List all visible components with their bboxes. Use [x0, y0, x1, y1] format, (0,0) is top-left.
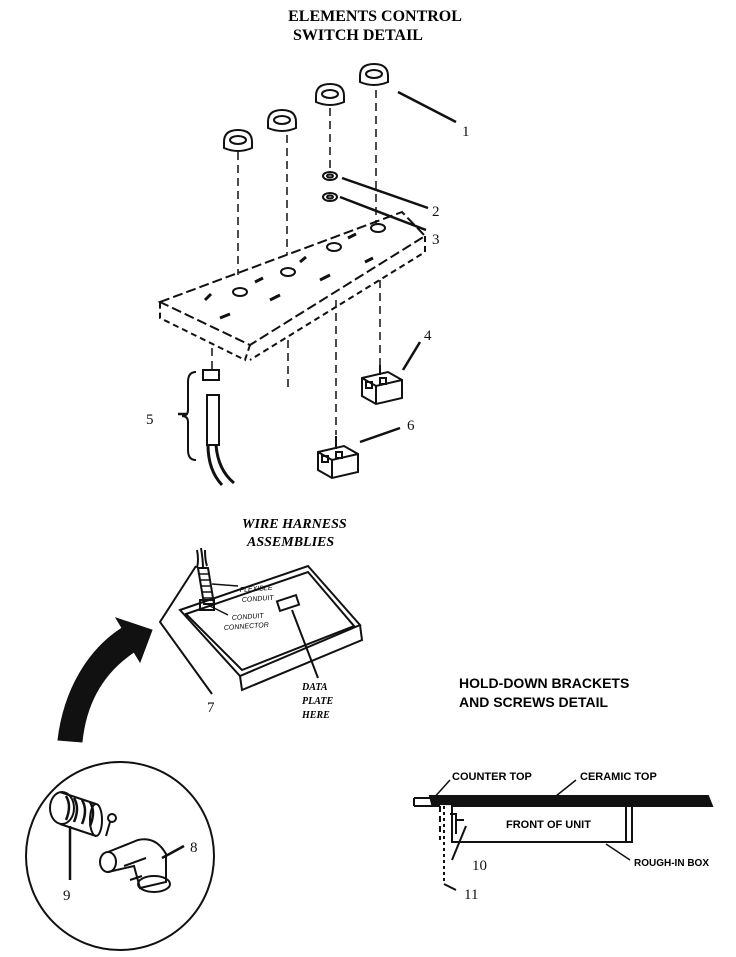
- callout-3: 3: [432, 232, 440, 248]
- alignment-lines: [211, 90, 381, 435]
- callout-10: 10: [472, 858, 487, 874]
- callout-8: 8: [190, 840, 198, 856]
- leader-ceramic-top: [555, 779, 577, 797]
- leader-rough-in: [605, 843, 631, 861]
- control-knob: [359, 62, 389, 86]
- label-here: HERE: [301, 710, 330, 721]
- leader-11: [443, 883, 457, 891]
- label-front-of-unit: FRONT OF UNIT: [506, 819, 591, 831]
- title-hold-down-brackets: HOLD-DOWN BRACKETS: [459, 675, 629, 691]
- infinite-switch: [317, 436, 359, 480]
- sensor-assembly: [181, 369, 235, 487]
- callout-7: 7: [207, 700, 215, 716]
- title-assemblies: ASSEMBLIES: [246, 535, 334, 550]
- elbow-fitting-detail: [99, 838, 171, 893]
- rough-in-box-bracket: [439, 806, 464, 884]
- label-flexible: FLEXIBLE: [240, 585, 273, 594]
- callout-5: 5: [146, 412, 154, 428]
- infinite-switch: [361, 365, 403, 406]
- control-knob: [267, 108, 297, 132]
- title-switch-detail: SWITCH DETAIL: [293, 27, 423, 44]
- leader-10: [451, 825, 467, 861]
- washer: [322, 171, 338, 202]
- control-knob: [315, 82, 345, 106]
- callout-4: 4: [424, 328, 432, 344]
- harness-leader-7: [158, 565, 213, 695]
- label-connector: CONNECTOR: [224, 622, 269, 632]
- flexible-conduit: [196, 547, 239, 616]
- title-elements-control: ELEMENTS CONTROL: [288, 8, 462, 25]
- data-plate-leader: [291, 609, 319, 679]
- label-data: DATA: [301, 682, 328, 693]
- callout-6: 6: [407, 418, 415, 434]
- title-screws-detail: AND SCREWS DETAIL: [459, 694, 609, 710]
- callout-11: 11: [464, 887, 478, 903]
- title-wire-harness: WIRE HARNESS: [242, 517, 347, 532]
- control-panel-plate: [157, 210, 427, 362]
- callout-9: 9: [63, 888, 71, 904]
- conduit-connector-detail: [49, 791, 117, 837]
- callout-1: 1: [462, 124, 470, 140]
- front-of-unit: [451, 805, 712, 843]
- label-plate: PLATE: [302, 696, 333, 707]
- detail-circle: [25, 761, 215, 951]
- leader-8: [161, 844, 185, 860]
- callout-2: 2: [432, 204, 440, 220]
- label-ceramic-top: CERAMIC TOP: [580, 771, 657, 783]
- label-conduit: CONDUIT: [242, 595, 275, 604]
- label-rough-in-box: ROUGH-IN BOX: [634, 858, 709, 869]
- leader-lines: [178, 90, 457, 444]
- label-conduit-2: CONDUIT: [232, 613, 265, 622]
- ceramic-top: [428, 795, 714, 808]
- control-knob: [223, 128, 253, 152]
- cooktop-unit: [178, 564, 364, 692]
- leader-counter-top: [431, 779, 451, 801]
- detail-arrow: [57, 617, 153, 743]
- label-counter-top: COUNTER TOP: [452, 771, 532, 783]
